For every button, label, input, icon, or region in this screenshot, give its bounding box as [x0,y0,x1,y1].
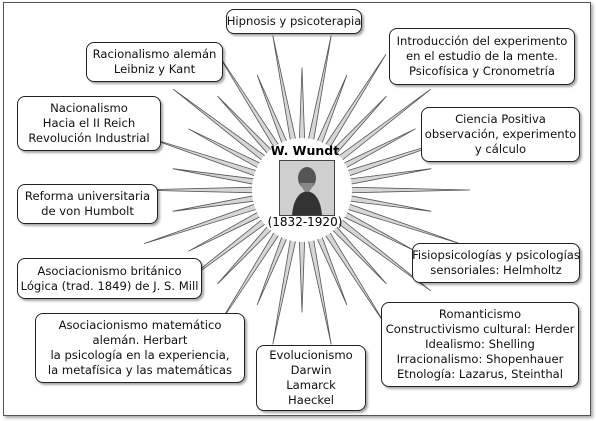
node-asociacionismo-matematico: Asociacionismo matemático alemán. Herbar… [35,313,245,383]
node-introduccion: Introducción del experimento en el estud… [389,28,575,85]
center-years: (1832-1920) [267,215,343,229]
node-reforma: Reforma universitaria de von Humbolt [17,184,158,224]
node-hipnosis: Hipnosis y psicoterapia [226,9,362,34]
node-romanticismo: Romanticismo Constructivismo cultural: H… [381,302,579,387]
starburst-ray [133,35,471,345]
center-title: W. Wundt [270,143,340,158]
node-nacionalismo: Nacionalismo Hacia el II Reich Revolució… [17,96,161,151]
node-racionalismo: Racionalismo alemán Leibniz y Kant [86,42,223,82]
node-asociacionismo-britanico: Asociacionismo británico Lógica (trad. 1… [17,258,202,299]
node-ciencia: Ciencia Positiva observación, experiment… [421,107,580,162]
portrait-image [279,160,335,216]
node-fisiopsicologias: Fisiopsicologías y psicologías sensorial… [412,243,580,283]
node-evolucionismo: Evolucionismo Darwin Lamarck Haeckel [256,345,366,411]
